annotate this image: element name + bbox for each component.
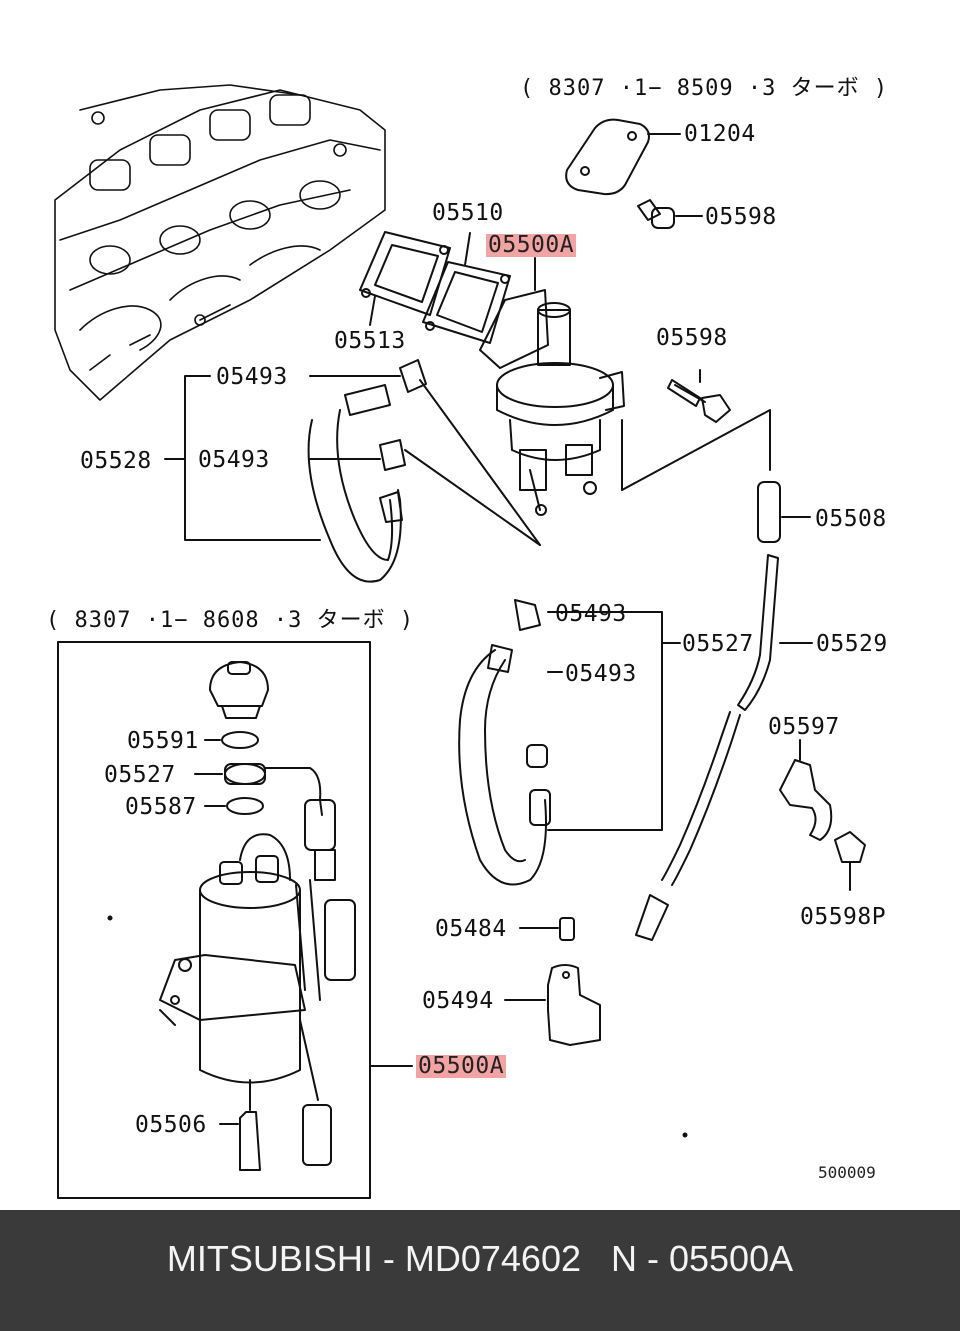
- part-label-05510[interactable]: 05510: [432, 200, 504, 226]
- part-label-05508[interactable]: 05508: [815, 506, 887, 532]
- part-label-05597[interactable]: 05597: [768, 714, 840, 740]
- part-label-05494[interactable]: 05494: [422, 988, 494, 1014]
- part-label-05527-right[interactable]: 05527: [682, 631, 754, 657]
- part-label-05493-d[interactable]: 05493: [565, 661, 637, 687]
- part-label-05513[interactable]: 05513: [334, 328, 406, 354]
- part-label-05529[interactable]: 05529: [816, 631, 888, 657]
- part-label-05493-b[interactable]: 05493: [198, 447, 270, 473]
- footer-part-info: MITSUBISHI - MD074602 N - 05500A: [166, 1238, 794, 1279]
- part-label-05587[interactable]: 05587: [125, 794, 197, 820]
- part-label-05506[interactable]: 05506: [135, 1112, 207, 1138]
- footer-bar: MITSUBISHI - MD074602 N - 05500A: [0, 1210, 960, 1331]
- lower-applicability-note: ( 8307 ·1− 8608 ·3 ターボ ): [46, 608, 415, 633]
- part-label-05598P[interactable]: 05598P: [800, 904, 887, 930]
- drawing-code: 500009: [818, 1163, 876, 1182]
- diagram-linework: [54, 84, 866, 1199]
- part-label-05527-left[interactable]: 05527: [104, 762, 176, 788]
- part-label-05528[interactable]: 05528: [80, 448, 152, 474]
- part-label-05493-c[interactable]: 05493: [555, 601, 627, 627]
- part-label-05500A-bottom[interactable]: 05500A: [416, 1053, 507, 1079]
- engine-head-drawing: [54, 84, 386, 401]
- part-label-05598-mid[interactable]: 05598: [656, 325, 728, 351]
- part-label-05484[interactable]: 05484: [435, 916, 507, 942]
- parts-diagram: ( 8307 ·1− 8509 ·3 ターボ ) ( 8307 ·1− 8608…: [46, 76, 889, 1199]
- upper-applicability-note: ( 8307 ·1− 8509 ·3 ターボ ): [520, 76, 889, 101]
- part-label-01204[interactable]: 01204: [684, 121, 756, 147]
- part-label-05591[interactable]: 05591: [127, 728, 199, 754]
- part-label-05598-top[interactable]: 05598: [705, 204, 777, 230]
- part-label-05500A-top[interactable]: 05500A: [486, 232, 577, 258]
- part-label-05493-a[interactable]: 05493: [216, 364, 288, 390]
